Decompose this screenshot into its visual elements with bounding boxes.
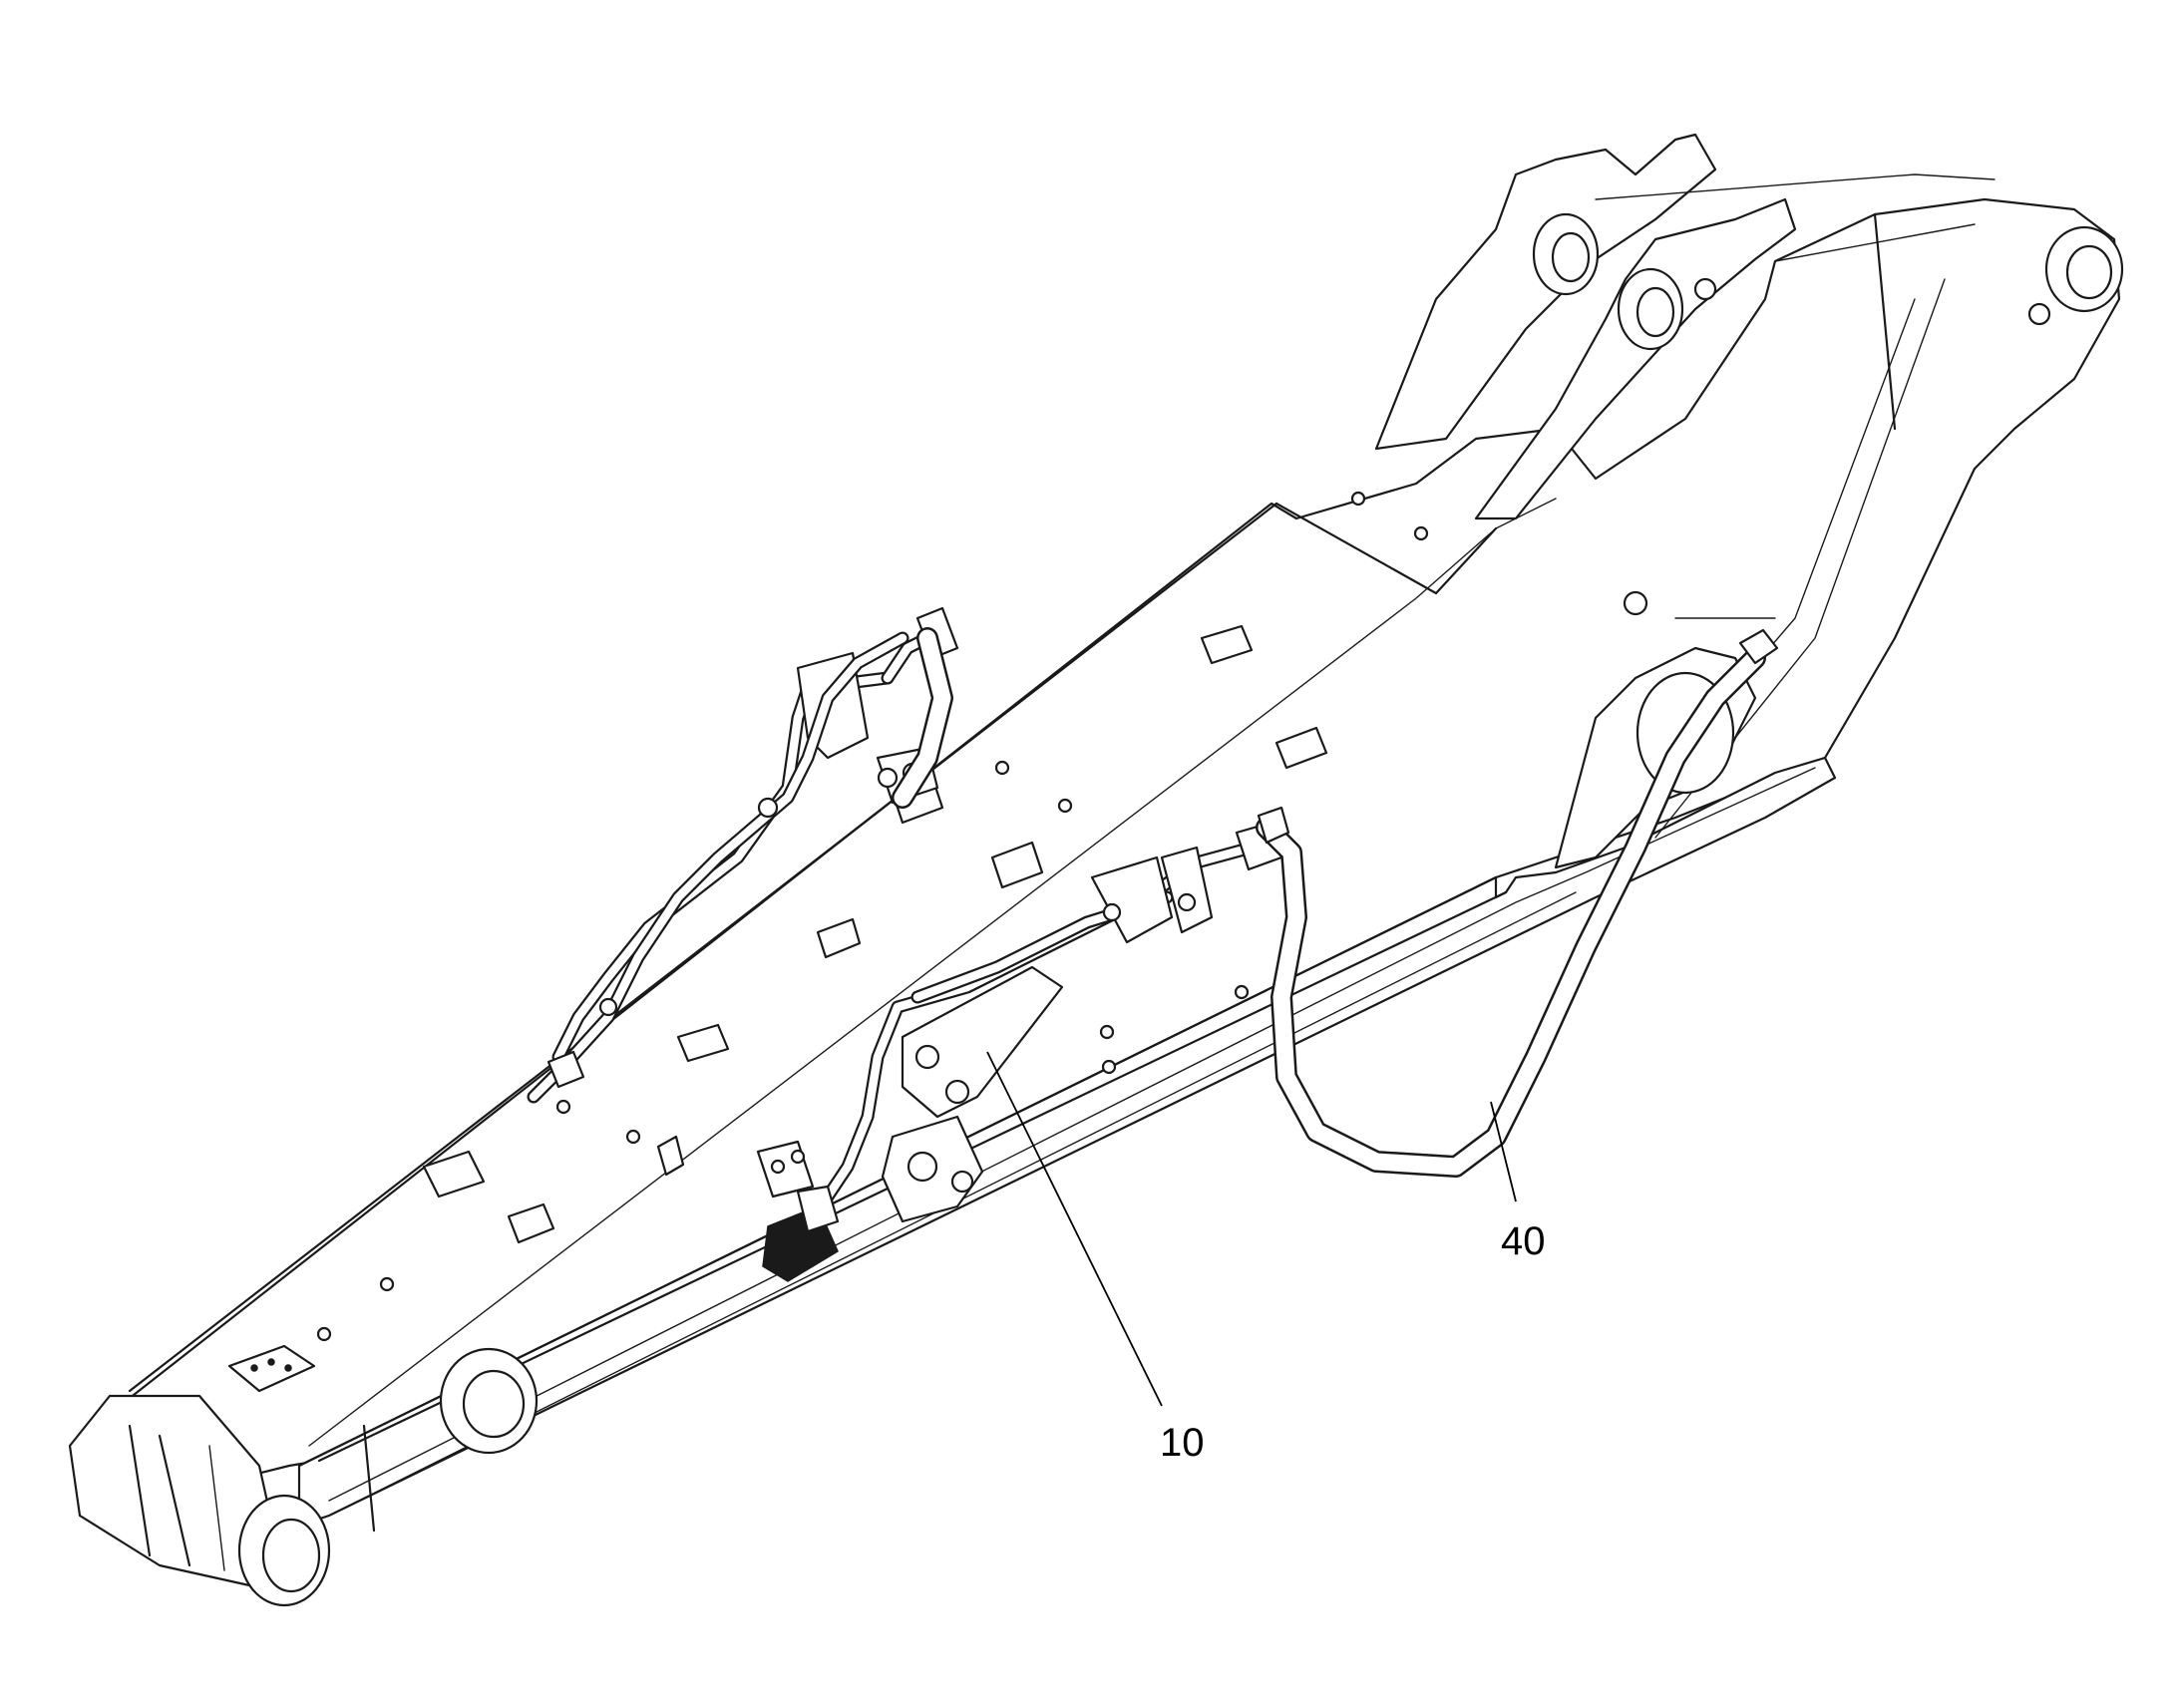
callout-40: 40 xyxy=(1490,1101,1546,1263)
far-side-pipe xyxy=(527,627,953,1104)
pipe-assembly-10 xyxy=(551,606,1283,1282)
callout-10: 10 xyxy=(986,1051,1205,1465)
mounting-pads xyxy=(227,491,1429,1393)
callout-10-leader xyxy=(986,1051,1163,1407)
callout-40-leader xyxy=(1490,1101,1517,1202)
hose-assembly-40 xyxy=(1256,628,1779,1178)
callout-10-label: 10 xyxy=(1160,1421,1205,1465)
callout-40-label: 40 xyxy=(1501,1219,1546,1263)
arm-body xyxy=(68,197,2121,1607)
